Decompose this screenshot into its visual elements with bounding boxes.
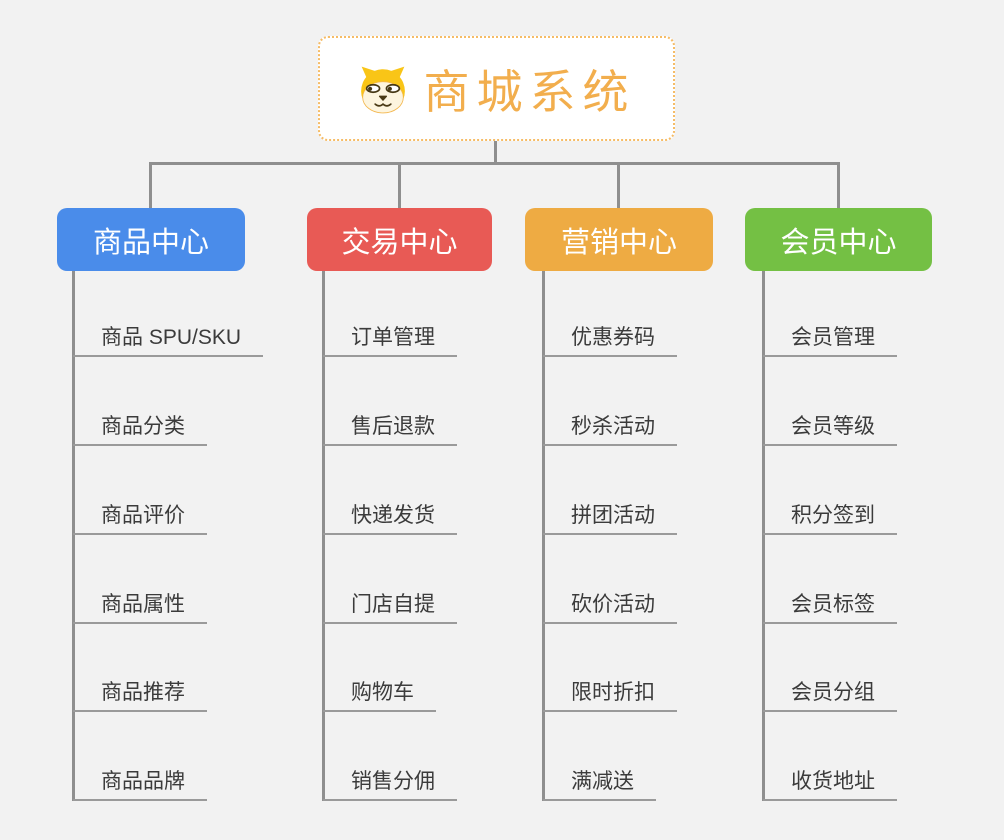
leaf-node[interactable]: 购物车 <box>323 681 436 712</box>
leaf-node[interactable]: 商品属性 <box>73 593 207 624</box>
connector-line <box>149 162 840 165</box>
leaf-node[interactable]: 商品 SPU/SKU <box>73 326 264 357</box>
leaf-node[interactable]: 拼团活动 <box>543 504 677 535</box>
connector-line <box>617 163 620 209</box>
leaf-node[interactable]: 限时折扣 <box>543 681 677 712</box>
leaf-node[interactable]: 快递发货 <box>323 504 457 535</box>
leaf-node[interactable]: 商品品牌 <box>73 770 207 801</box>
leaf-node[interactable]: 砍价活动 <box>543 593 677 624</box>
leaf-node[interactable]: 订单管理 <box>323 326 457 357</box>
leaf-node[interactable]: 会员分组 <box>763 681 897 712</box>
branch-node-marketing-center[interactable]: 营销中心 <box>525 208 713 271</box>
leaf-node[interactable]: 会员标签 <box>763 593 897 624</box>
connector-line <box>542 271 545 801</box>
branch-node-member-center[interactable]: 会员中心 <box>745 208 932 271</box>
leaf-node[interactable]: 会员等级 <box>763 415 897 446</box>
connector-line <box>494 141 497 164</box>
leaf-node[interactable]: 收货地址 <box>763 770 897 801</box>
leaf-node[interactable]: 商品评价 <box>73 504 207 535</box>
connector-line <box>149 163 152 209</box>
leaf-node[interactable]: 满减送 <box>543 770 656 801</box>
leaf-node[interactable]: 门店自提 <box>323 593 457 624</box>
leaf-node[interactable]: 商品分类 <box>73 415 207 446</box>
leaf-node[interactable]: 销售分佣 <box>323 770 457 801</box>
leaf-node[interactable]: 商品推荐 <box>73 681 207 712</box>
branch-node-trade-center[interactable]: 交易中心 <box>307 208 492 271</box>
shiba-dog-icon <box>358 64 408 114</box>
connector-line <box>398 163 401 209</box>
root-title: 商城系统 <box>423 65 636 118</box>
connector-line <box>72 271 75 801</box>
root-node[interactable]: 商城系统 <box>318 36 675 141</box>
leaf-node[interactable]: 积分签到 <box>763 504 897 535</box>
branch-node-product-center[interactable]: 商品中心 <box>57 208 245 271</box>
connector-line <box>322 271 325 801</box>
connector-line <box>762 271 765 801</box>
leaf-node[interactable]: 售后退款 <box>323 415 457 446</box>
connector-line <box>837 163 840 209</box>
leaf-node[interactable]: 秒杀活动 <box>543 415 677 446</box>
leaf-node[interactable]: 优惠券码 <box>543 326 677 357</box>
leaf-node[interactable]: 会员管理 <box>763 326 897 357</box>
